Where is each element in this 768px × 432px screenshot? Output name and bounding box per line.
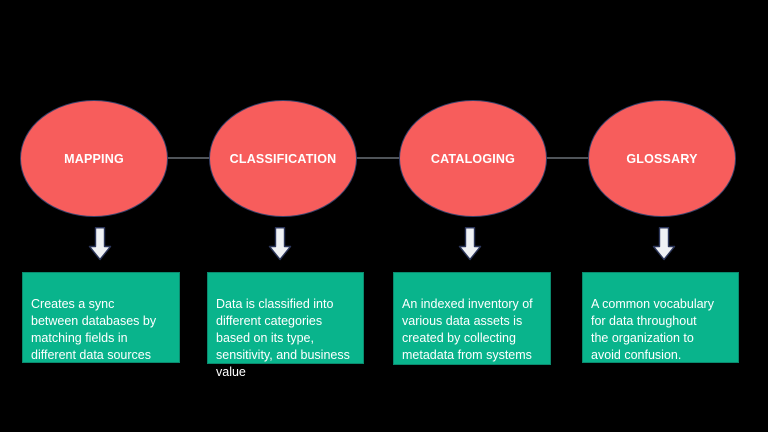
description-text-cataloging: An indexed inventory of various data ass… (402, 297, 533, 362)
stage-label-cataloging: CATALOGING (430, 151, 516, 166)
description-box-cataloging: An indexed inventory of various data ass… (393, 272, 551, 365)
connector-line (94, 157, 662, 159)
description-box-glossary: A common vocabulary for data throughout … (582, 272, 739, 363)
down-arrow-icon (652, 227, 676, 261)
stage-ellipse-cataloging: CATALOGING (399, 100, 547, 217)
description-box-mapping: Creates a sync between databases by matc… (22, 272, 180, 363)
description-box-classification: Data is classified into different catego… (207, 272, 364, 379)
down-arrow-icon (268, 227, 292, 261)
description-text-mapping: Creates a sync between databases by matc… (31, 297, 157, 362)
down-arrow-icon (458, 227, 482, 261)
stage-ellipse-glossary: GLOSSARY (588, 100, 736, 217)
stage-ellipse-classification: CLASSIFICATION (209, 100, 357, 217)
down-arrow-icon (88, 227, 112, 261)
stage-ellipse-mapping: MAPPING (20, 100, 168, 217)
description-text-classification: Data is classified into different catego… (216, 297, 350, 379)
description-text-glossary: A common vocabulary for data throughout … (591, 297, 714, 362)
stage-label-classification: CLASSIFICATION (229, 151, 337, 166)
stage-label-mapping: MAPPING (64, 151, 124, 166)
stage-label-glossary: GLOSSARY (626, 151, 698, 166)
